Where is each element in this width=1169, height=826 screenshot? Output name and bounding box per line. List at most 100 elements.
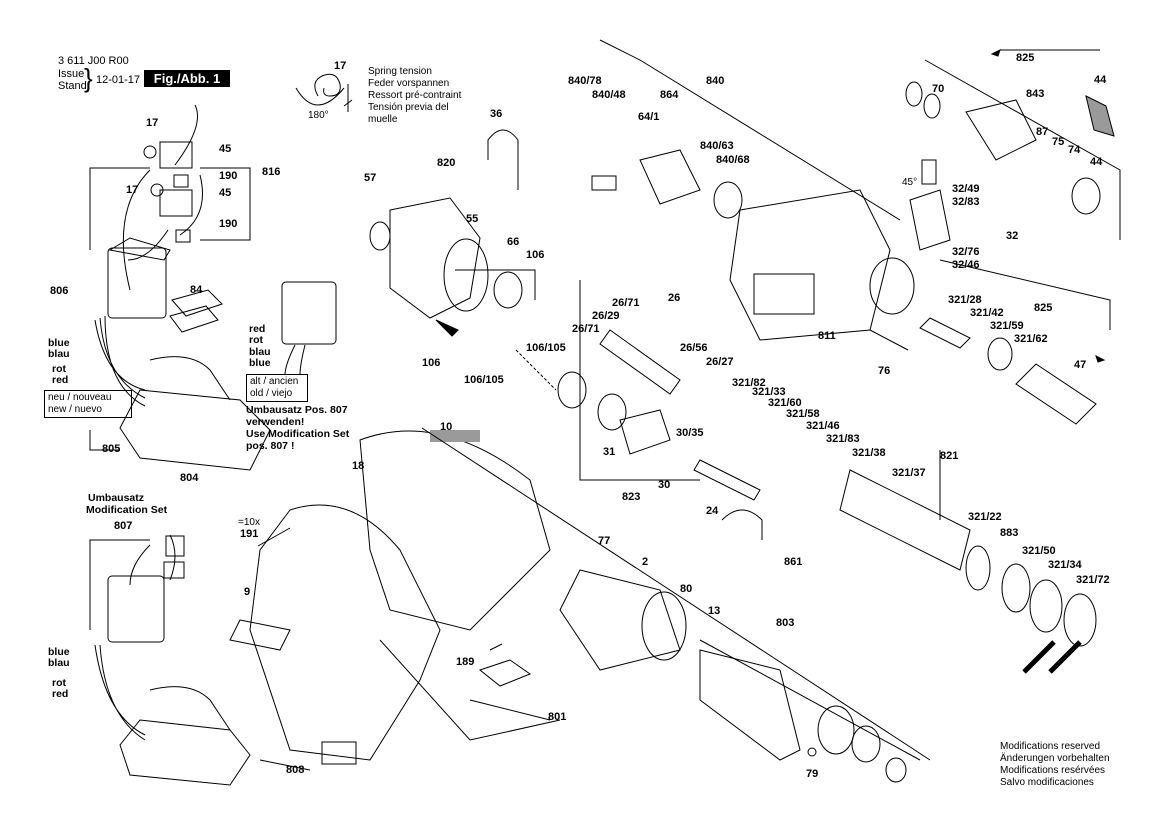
part-84 xyxy=(169,289,223,333)
gear-housing-820 xyxy=(389,197,481,319)
label-321-50: 321/50 xyxy=(1022,545,1056,557)
spring-part-number: 17 xyxy=(334,60,347,72)
label-26-71a: 26/71 xyxy=(612,297,640,309)
new-legend-line1: neu / nouveau xyxy=(48,392,112,403)
spring-17a xyxy=(143,145,157,159)
brush-holder-upper xyxy=(159,141,193,169)
modset-wire-rot: rot xyxy=(52,677,66,689)
label-840-68: 840/68 xyxy=(716,154,750,166)
gear-housing-840 xyxy=(729,189,891,341)
label-44a: 44 xyxy=(1094,74,1107,86)
spring-106 xyxy=(515,349,557,391)
spring-note-line4: Tensión previa del xyxy=(368,102,449,113)
switch-806 xyxy=(107,247,167,319)
label-840-48 xyxy=(591,175,617,191)
spring-tension-icon xyxy=(314,73,341,97)
label-32-83: 32/83 xyxy=(952,196,980,208)
label-106a: 106 xyxy=(526,249,545,261)
label-816: 816 xyxy=(262,166,281,178)
hammer-tube-821 xyxy=(839,469,971,571)
modset-switch xyxy=(107,575,165,643)
tool-holder-825 xyxy=(919,317,971,349)
old-legend-box: alt / ancien old / viejo xyxy=(246,374,308,402)
label-883: 883 xyxy=(1000,527,1019,539)
label-45b: 45 xyxy=(219,187,232,199)
modset-wire-red: red xyxy=(52,688,69,700)
electronics-module-804 xyxy=(119,356,271,471)
label-26-29: 26/29 xyxy=(592,310,620,322)
screw-76 xyxy=(869,329,909,351)
footer-line1: Modifications reserved xyxy=(1000,741,1101,752)
old-legend-line2: old / viejo xyxy=(250,388,293,399)
wobble-shaft-30 xyxy=(619,409,671,455)
label-321-58: 321/58 xyxy=(786,408,820,420)
label-811: 811 xyxy=(818,330,836,342)
label-64-1: 64/1 xyxy=(638,111,660,123)
label-825b: 825 xyxy=(1034,302,1053,314)
modset-note-line4: pos. 807 ! xyxy=(246,440,295,452)
label-24: 24 xyxy=(706,505,719,517)
piston-26 xyxy=(599,329,681,395)
label-77: 77 xyxy=(598,535,611,547)
wire-blue: blue xyxy=(48,337,70,349)
label-821: 821 xyxy=(940,450,959,462)
old-wire-rot: rot xyxy=(249,334,263,346)
label-10: 10 xyxy=(440,421,453,433)
label-26-56: 26/56 xyxy=(680,342,708,354)
label-26: 26 xyxy=(668,292,681,304)
label-75: 75 xyxy=(1052,136,1065,148)
armature-803 xyxy=(699,649,801,761)
collar-44 xyxy=(1085,95,1115,137)
label-32-76: 32/76 xyxy=(952,246,980,258)
spring-angle: 180° xyxy=(308,110,329,121)
ring-66 xyxy=(493,271,523,309)
wire-blau: blau xyxy=(48,348,70,360)
modset-title-line1: Umbausatz xyxy=(88,492,145,504)
label-106-105b: 106/105 xyxy=(464,374,504,386)
old-wire-blau: blau xyxy=(249,346,271,358)
label-80: 80 xyxy=(680,583,693,595)
label-321-33: 321/33 xyxy=(752,386,786,398)
part-24 xyxy=(693,459,761,501)
label-820: 820 xyxy=(437,157,456,169)
label-74: 74 xyxy=(1068,144,1081,156)
part-811-nameplate xyxy=(753,273,815,315)
label-321-82: 321/82 xyxy=(732,377,766,389)
qty-note: =10x xyxy=(238,517,260,528)
label-321-34: 321/34 xyxy=(1048,559,1082,571)
label-321-83: 321/83 xyxy=(826,433,860,445)
label-26-71b: 26/71 xyxy=(572,323,600,335)
label-321-60: 321/60 xyxy=(768,397,802,409)
label-106-105a: 106/105 xyxy=(526,342,566,354)
label-321-59: 321/59 xyxy=(990,320,1024,332)
label-806: 806 xyxy=(50,285,69,297)
old-wire-red: red xyxy=(249,323,266,335)
label-44b: 44 xyxy=(1090,156,1103,168)
issue-label: Issue xyxy=(58,68,85,80)
label-31: 31 xyxy=(603,446,616,458)
part-189 xyxy=(478,659,532,687)
gear-26-71 xyxy=(557,371,587,409)
chuck-843 xyxy=(965,99,1037,161)
label-30-35: 30/35 xyxy=(676,427,704,439)
modset-wire-blau: blau xyxy=(48,657,70,669)
label-70: 70 xyxy=(932,83,945,95)
label-321-62: 321/62 xyxy=(1014,333,1048,345)
screw-79 xyxy=(807,747,817,757)
modset-note-line3: Use Modification Set xyxy=(246,428,350,440)
clip-861 xyxy=(721,509,763,540)
issue-brace: } xyxy=(84,63,93,93)
ring-70a xyxy=(905,81,923,107)
old-wire-blue: blue xyxy=(249,357,271,369)
label-801: 801 xyxy=(548,711,567,723)
label-321-46: 321/46 xyxy=(806,420,840,432)
label-32-49: 32/49 xyxy=(952,183,980,195)
screw-191 xyxy=(257,527,291,547)
wire-red: red xyxy=(52,374,69,386)
label-17b: 17 xyxy=(126,184,139,196)
label-32: 32 xyxy=(1006,230,1019,242)
footer-line3: Modifications resérvées xyxy=(1000,765,1106,776)
document-number: 3 611 J00 R00 xyxy=(58,55,129,67)
new-legend-box: neu / nouveau new / nuevo xyxy=(44,390,132,418)
